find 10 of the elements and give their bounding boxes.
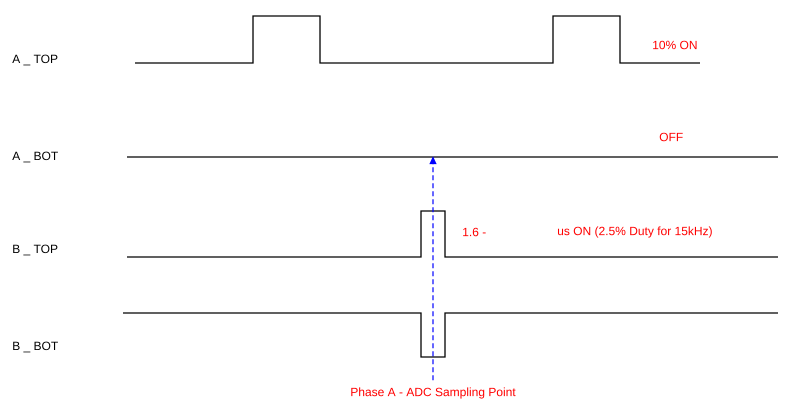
signal-label: B _ TOP	[13, 244, 58, 256]
signal-label: B _ BOT	[13, 342, 58, 352]
signal-label: A _ BOT	[12, 152, 58, 162]
signal-label: OFF	[660, 132, 683, 142]
signal-label: 1.6 -	[463, 228, 486, 236]
waveform-line	[127, 156, 778, 158]
caption-text: Phase A - ADC Sampling Point	[351, 387, 516, 399]
signal-label: us ON (2.5% Duty for 15kHz)	[558, 226, 712, 238]
signal-label: A _ TOP	[12, 54, 58, 66]
signal-label: 10% ON	[653, 40, 697, 50]
